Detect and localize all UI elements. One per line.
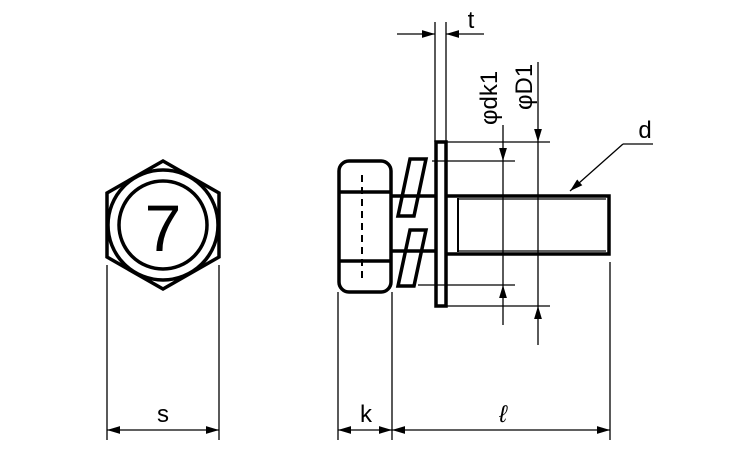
hex-head — [337, 159, 393, 294]
dim-label-s: s — [157, 401, 169, 428]
hex-outline — [105, 158, 221, 292]
dim-label-dk1: φdk1 — [476, 71, 503, 125]
dim-label-t: t — [468, 7, 475, 34]
head-mark-number: 7 — [145, 191, 182, 265]
dimension-k-l: k ℓ — [337, 262, 611, 440]
spring-washer-lower — [395, 228, 429, 288]
flat-washer — [434, 140, 448, 308]
dim-label-l: ℓ — [498, 401, 508, 428]
dim-label-k: k — [360, 401, 373, 428]
chamfer-circle — [106, 168, 220, 282]
dimension-t: t — [397, 7, 484, 142]
spring-washer-upper — [395, 157, 429, 218]
dimension-d: d — [569, 117, 653, 192]
hex-head-top-view: 7 — [105, 158, 221, 292]
shank — [455, 194, 611, 256]
dimension-dk1-D1: φdk1 φD1 — [418, 62, 550, 345]
mark-circle — [117, 179, 209, 271]
dimension-s: s — [106, 265, 220, 440]
screw-side-view — [337, 140, 611, 308]
dim-label-d: d — [638, 117, 651, 144]
dim-label-D1: φD1 — [511, 64, 538, 110]
